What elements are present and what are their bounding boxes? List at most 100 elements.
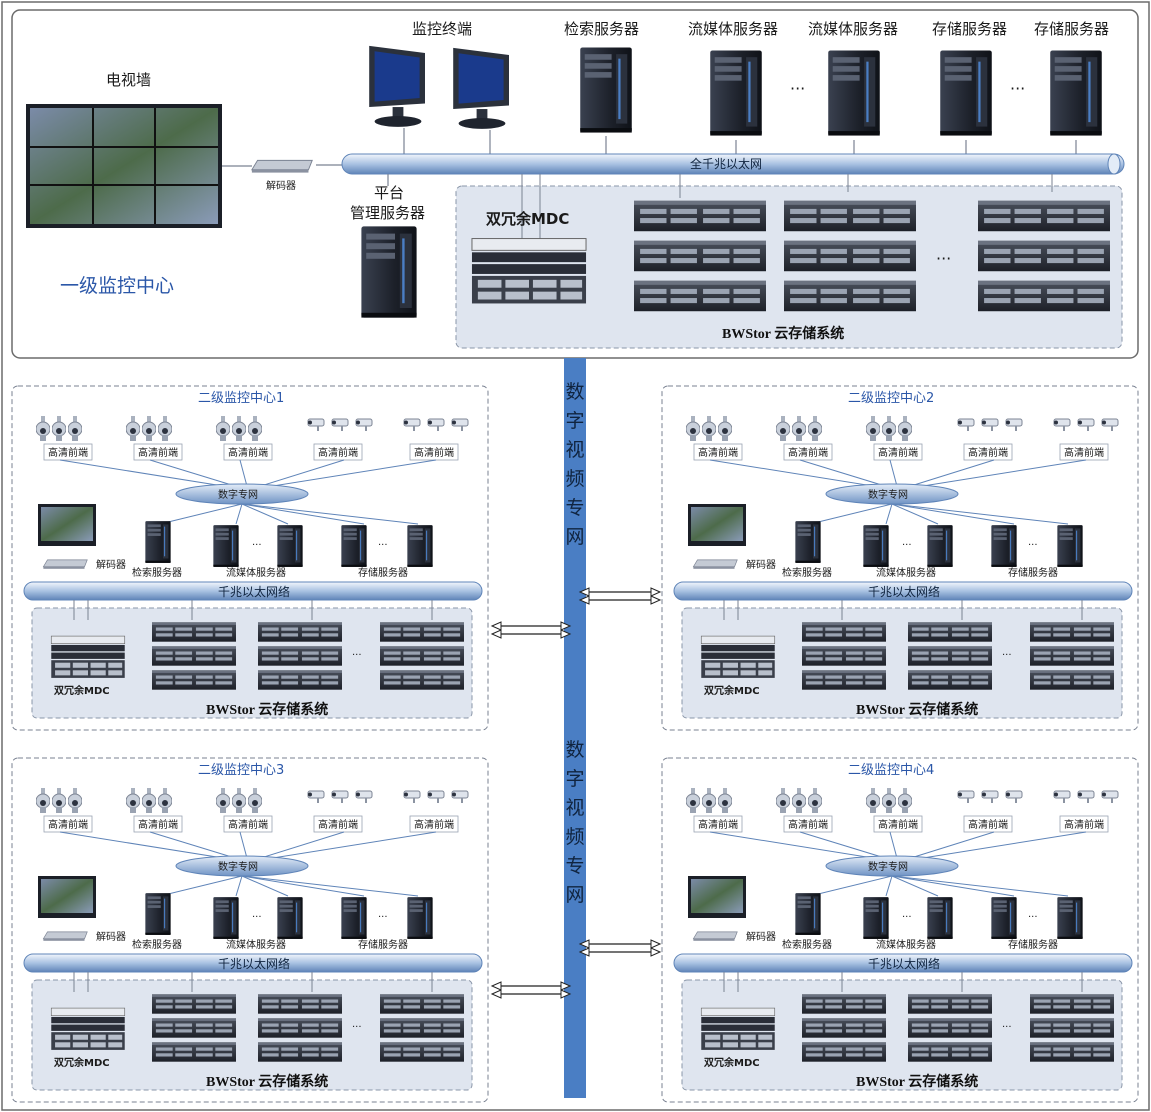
bidirectional-arrow — [578, 939, 662, 957]
sub-cloud-panel — [31, 979, 473, 1091]
private-network-char: 网 — [565, 884, 584, 906]
private-network-char: 频 — [565, 468, 584, 490]
sub-mdc-device — [50, 635, 126, 679]
sub-search-server-label: 检索服务器 — [782, 566, 832, 579]
sub-gigabit-label: 千兆以太网络 — [218, 584, 290, 599]
platform-label-line2: 管理服务器 — [350, 204, 425, 222]
frontend-label: 高清前端 — [788, 446, 828, 459]
sub-mdc-label: 双冗余MDC — [54, 684, 110, 697]
sub-storage-rack — [258, 646, 342, 666]
sub-mdc-label: 双冗余MDC — [54, 1056, 110, 1069]
sub-gigabit-pipe — [23, 581, 483, 601]
sub-storage-rack — [380, 994, 464, 1014]
sub-storage-rack — [908, 646, 992, 666]
top-rack-c1 — [978, 200, 1110, 232]
sub-cloud-panel — [681, 979, 1123, 1091]
sub-storage-server-label: 存储服务器 — [358, 566, 408, 579]
sub-storage-rack — [1030, 1042, 1114, 1062]
sub-streaming-server-label: 流媒体服务器 — [876, 566, 936, 579]
frontend-label: 高清前端 — [48, 818, 88, 831]
sub-storage-rack — [1030, 622, 1114, 642]
private-network-char: 专 — [565, 855, 584, 877]
top-mdc-label: 双冗余MDC — [486, 210, 569, 228]
frontend-label: 高清前端 — [788, 818, 828, 831]
camera-group: 高清前端 — [957, 418, 1023, 461]
private-network-char: 视 — [565, 797, 584, 819]
camera-group: 高清前端 — [126, 416, 183, 461]
frontend-label: 高清前端 — [318, 818, 358, 831]
camera-group: 高清前端 — [776, 416, 833, 461]
private-network-char: 频 — [565, 826, 584, 848]
sub-storage-server-1 — [341, 897, 367, 939]
sub-storage-rack — [152, 646, 236, 666]
sub-streaming-server-2 — [927, 897, 953, 939]
sub-streaming-server-label: 流媒体服务器 — [226, 938, 286, 951]
level-2-center-title: 二级监控中心1 — [198, 391, 284, 406]
frontend-box — [133, 815, 183, 833]
level-2-center-1: 二级监控中心1高清前端高清前端高清前端高清前端高清前端数字专网解码器检索服务器·… — [11, 385, 489, 731]
level-2-center-2: 二级监控中心2高清前端高清前端高清前端高清前端高清前端数字专网解码器检索服务器·… — [661, 385, 1139, 731]
sub-storage-rack — [802, 994, 886, 1014]
top-rack-c3 — [978, 280, 1110, 312]
sub-storage-server-1 — [991, 897, 1017, 939]
sub-search-server-label: 检索服务器 — [782, 938, 832, 951]
sub-decoder-label: 解码器 — [746, 558, 776, 571]
sub-storage-rack — [380, 1042, 464, 1062]
camera-group: 高清前端 — [307, 790, 373, 833]
sub-storage-ellipsis: ··· — [1028, 912, 1038, 923]
sub-storage-server-2 — [1057, 897, 1083, 939]
sub-storage-rack — [1030, 1018, 1114, 1038]
ellipsis-2: ··· — [1010, 79, 1025, 98]
frontend-box — [873, 443, 923, 461]
sub-storage-rack — [1030, 994, 1114, 1014]
private-network-char: 网 — [565, 526, 584, 548]
frontend-label: 高清前端 — [318, 446, 358, 459]
sub-storage-rack — [908, 1018, 992, 1038]
streaming-server-2 — [828, 50, 880, 136]
level-2-center-3: 二级监控中心3高清前端高清前端高清前端高清前端高清前端数字专网解码器检索服务器·… — [11, 757, 489, 1103]
sub-storage-rack — [258, 994, 342, 1014]
sub-decoder-label: 解码器 — [96, 930, 126, 943]
frontend-label: 高清前端 — [968, 446, 1008, 459]
camera-group: 高清前端 — [403, 790, 469, 833]
gigabit-backbone — [341, 153, 1125, 175]
top-mdc-device — [471, 238, 587, 304]
private-network-char: 数 — [565, 381, 584, 403]
sub-mdc-label: 双冗余MDC — [704, 684, 760, 697]
bidirectional-arrow — [490, 981, 572, 999]
sub-storage-rack — [802, 646, 886, 666]
sub-gigabit-pipe — [23, 953, 483, 973]
sub-cloud-panel — [681, 607, 1123, 719]
top-rack-b3 — [784, 280, 916, 312]
sub-mdc-device — [50, 1007, 126, 1051]
frontend-label: 高清前端 — [878, 446, 918, 459]
digital-net-label: 数字专网 — [868, 860, 908, 873]
sub-streaming-ellipsis: ··· — [252, 540, 262, 551]
frontend-label: 高清前端 — [878, 818, 918, 831]
sub-gigabit-pipe — [673, 581, 1133, 601]
sub-cloud-label: BWStor 云存储系统 — [856, 1073, 978, 1090]
level-2-center-title: 二级监控中心2 — [848, 391, 934, 406]
camera-group: 高清前端 — [686, 788, 743, 833]
frontend-label: 高清前端 — [1064, 818, 1104, 831]
frontend-box — [693, 443, 743, 461]
bidirectional-arrow — [490, 621, 572, 639]
frontend-label: 高清前端 — [228, 818, 268, 831]
sub-gigabit-pipe — [673, 953, 1133, 973]
frontend-label: 高清前端 — [414, 446, 454, 459]
video-wall-label: 电视墙 — [106, 71, 151, 89]
sub-storage-server-2 — [407, 897, 433, 939]
sub-search-server — [795, 893, 821, 935]
camera-group: 高清前端 — [307, 418, 373, 461]
ellipsis-1: ··· — [790, 79, 805, 98]
sub-decoder-label: 解码器 — [96, 558, 126, 571]
link-arrows — [490, 587, 662, 999]
sub-search-server-label: 检索服务器 — [132, 566, 182, 579]
frontend-label: 高清前端 — [1064, 446, 1104, 459]
digital-net-label: 数字专网 — [868, 488, 908, 501]
sub-decoder-device — [42, 559, 88, 570]
sub-cloud-label: BWStor 云存储系统 — [856, 701, 978, 718]
sub-storage-rack — [1030, 646, 1114, 666]
digital-net-label: 数字专网 — [218, 860, 258, 873]
